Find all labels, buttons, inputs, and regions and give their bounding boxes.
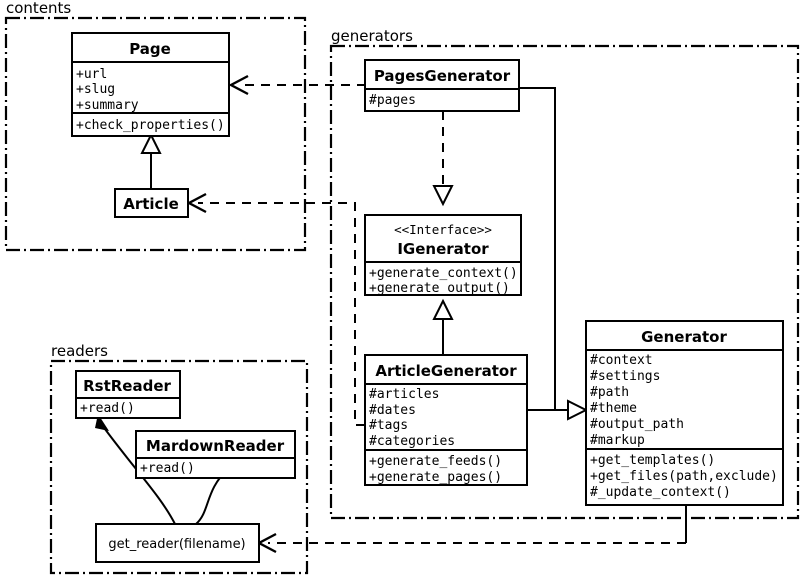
class-generator[interactable]: Generator #context #settings #path #them… [585,320,784,506]
class-article-generator-attribute: #tags [369,418,408,433]
return-curve [101,424,176,525]
function-get-reader-label: get_reader(filename) [108,537,245,552]
relation-pagesgenerator-realizes-igenerator [432,111,454,207]
class-generator-attribute: #theme [590,401,637,416]
class-article-generator[interactable]: ArticleGenerator #articles #dates #tags … [364,354,528,486]
class-page-attribute: +slug [76,82,115,97]
class-article-generator-attribute: #articles [369,387,439,402]
class-page-box [71,32,230,137]
class-generator-box [585,320,784,506]
class-rst-reader-box [75,370,181,419]
class-generator-attribute: #output_path [590,417,684,432]
package-generators-border [329,44,800,520]
relation-articlegenerator-uses-article [186,192,365,426]
class-mardown-reader-title: MardownReader [146,437,285,455]
class-igenerator[interactable]: <<Interface>> IGenerator +generate_conte… [364,214,522,296]
class-generator-attribute: #context [590,353,653,368]
dependency-arrowhead [186,192,207,214]
class-igenerator-box [364,214,522,296]
class-page-title: Page [129,40,171,58]
generalization-arrowhead [432,298,454,320]
generalization-elbow-pages [519,87,568,411]
class-pages-generator-attribute: #pages [369,93,416,108]
package-generators-label: generators [331,27,413,45]
realization-arrowhead [432,185,454,207]
relation-generator-uses-get-reader [256,505,687,554]
class-igenerator-method: +generate_context() [369,266,518,281]
function-get-reader-box [95,523,260,563]
class-igenerator-method: +generate_output() [369,281,510,296]
relation-articlegenerator-inherits-igenerator [432,298,454,355]
class-page-attribute: +summary [76,98,139,113]
dependency-line [198,202,365,426]
function-get-reader[interactable]: get_reader(filename) [95,523,260,563]
package-readers: readers [49,342,309,575]
class-generator-method: #_update_context() [590,485,731,500]
class-rst-reader-title: RstReader [83,377,171,395]
class-generator-attribute: #markup [590,433,645,448]
class-generator-attribute: #path [590,385,629,400]
class-igenerator-title: IGenerator [397,240,489,258]
class-page[interactable]: Page +url +slug +summary +check_properti… [71,32,230,137]
class-mardown-reader-box [135,430,296,479]
dependency-arrowhead [228,74,249,96]
class-pages-generator-title: PagesGenerator [374,67,511,85]
class-generator-method: +get_templates() [590,453,715,468]
relation-generators-extend-generator [519,87,589,421]
class-mardown-reader[interactable]: MardownReader +read() [135,430,296,479]
package-readers-label: readers [51,342,108,360]
relation-article-inherits-page [140,132,162,189]
package-readers-border [49,359,309,575]
class-article-generator-attribute: #categories [369,434,455,449]
class-article-generator-method: +generate_feeds() [369,454,502,469]
class-mardown-reader-method: +read() [140,461,195,476]
generalization-arrowhead [567,399,589,421]
class-pages-generator-box [364,59,520,112]
class-rst-reader[interactable]: RstReader +read() [75,370,181,419]
class-generator-title: Generator [641,328,727,346]
class-article-box [114,188,189,218]
package-generators: generators [329,27,800,520]
class-page-attribute: +url [76,67,107,82]
package-contents: contents [4,0,307,252]
package-contents-border [4,16,307,252]
class-pages-generator[interactable]: PagesGenerator #pages [364,59,520,112]
package-contents-label: contents [6,0,71,17]
generalization-arrowhead [140,132,162,154]
class-generator-method: +get_files(path,exclude) [590,469,778,484]
class-article-generator-box [364,354,528,486]
class-igenerator-stereotype: <<Interface>> [394,222,492,237]
class-page-method: +check_properties() [76,118,225,133]
relation-pagesgenerator-uses-page [228,74,366,96]
dependency-arrowhead [256,532,277,554]
class-article-generator-method: +generate_pages() [369,470,502,485]
class-rst-reader-method: +read() [80,401,135,416]
class-article-title: Article [123,195,179,213]
class-article[interactable]: Article [114,188,189,218]
class-generator-attribute: #settings [590,369,660,384]
class-article-generator-attribute: #dates [369,403,416,418]
class-article-generator-title: ArticleGenerator [375,362,517,380]
